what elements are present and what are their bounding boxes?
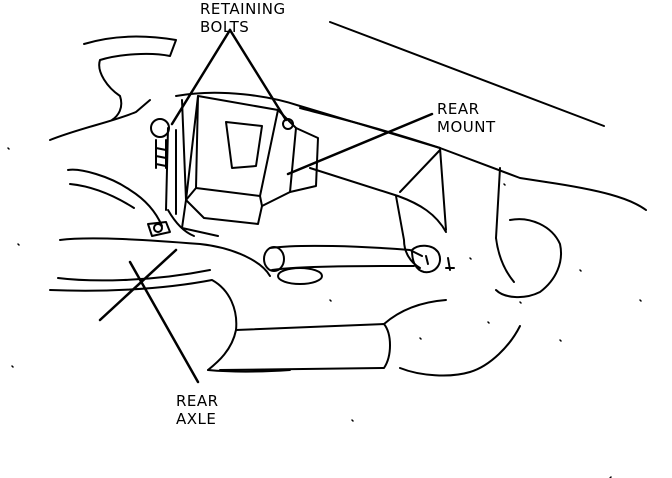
stipple-dots (7, 147, 642, 478)
retaining-bolts-label: RETAINING BOLTS (200, 0, 286, 36)
rear-axle-label-line2: AXLE (176, 410, 217, 428)
retaining-bolt-rear (282, 118, 294, 130)
retaining-bolt-upper (150, 118, 170, 169)
lateral-link (263, 218, 562, 298)
rear-axle-label: REAR AXLE (176, 392, 219, 428)
rear-mount-bracket (165, 95, 319, 237)
leader-rear-axle (128, 260, 200, 384)
retaining-bolt-lower (147, 221, 171, 237)
leader-bolts-right (228, 28, 288, 122)
rear-axle-label-line1: REAR (176, 392, 219, 410)
rear-axle-housing (49, 168, 521, 377)
rear-mount-label: REAR MOUNT (437, 100, 496, 136)
retaining-bolts-label-line2: BOLTS (200, 18, 250, 36)
retaining-bolts-label-line1: RETAINING (200, 0, 286, 18)
leader-axle-side (98, 248, 178, 322)
vehicle-body-outline (49, 21, 647, 269)
leader-rear-mount (286, 112, 434, 176)
leader-bolts-left (170, 28, 232, 126)
rear-mount-label-line1: REAR (437, 100, 480, 118)
rear-mount-label-line2: MOUNT (437, 118, 496, 136)
leader-lines (98, 28, 434, 384)
